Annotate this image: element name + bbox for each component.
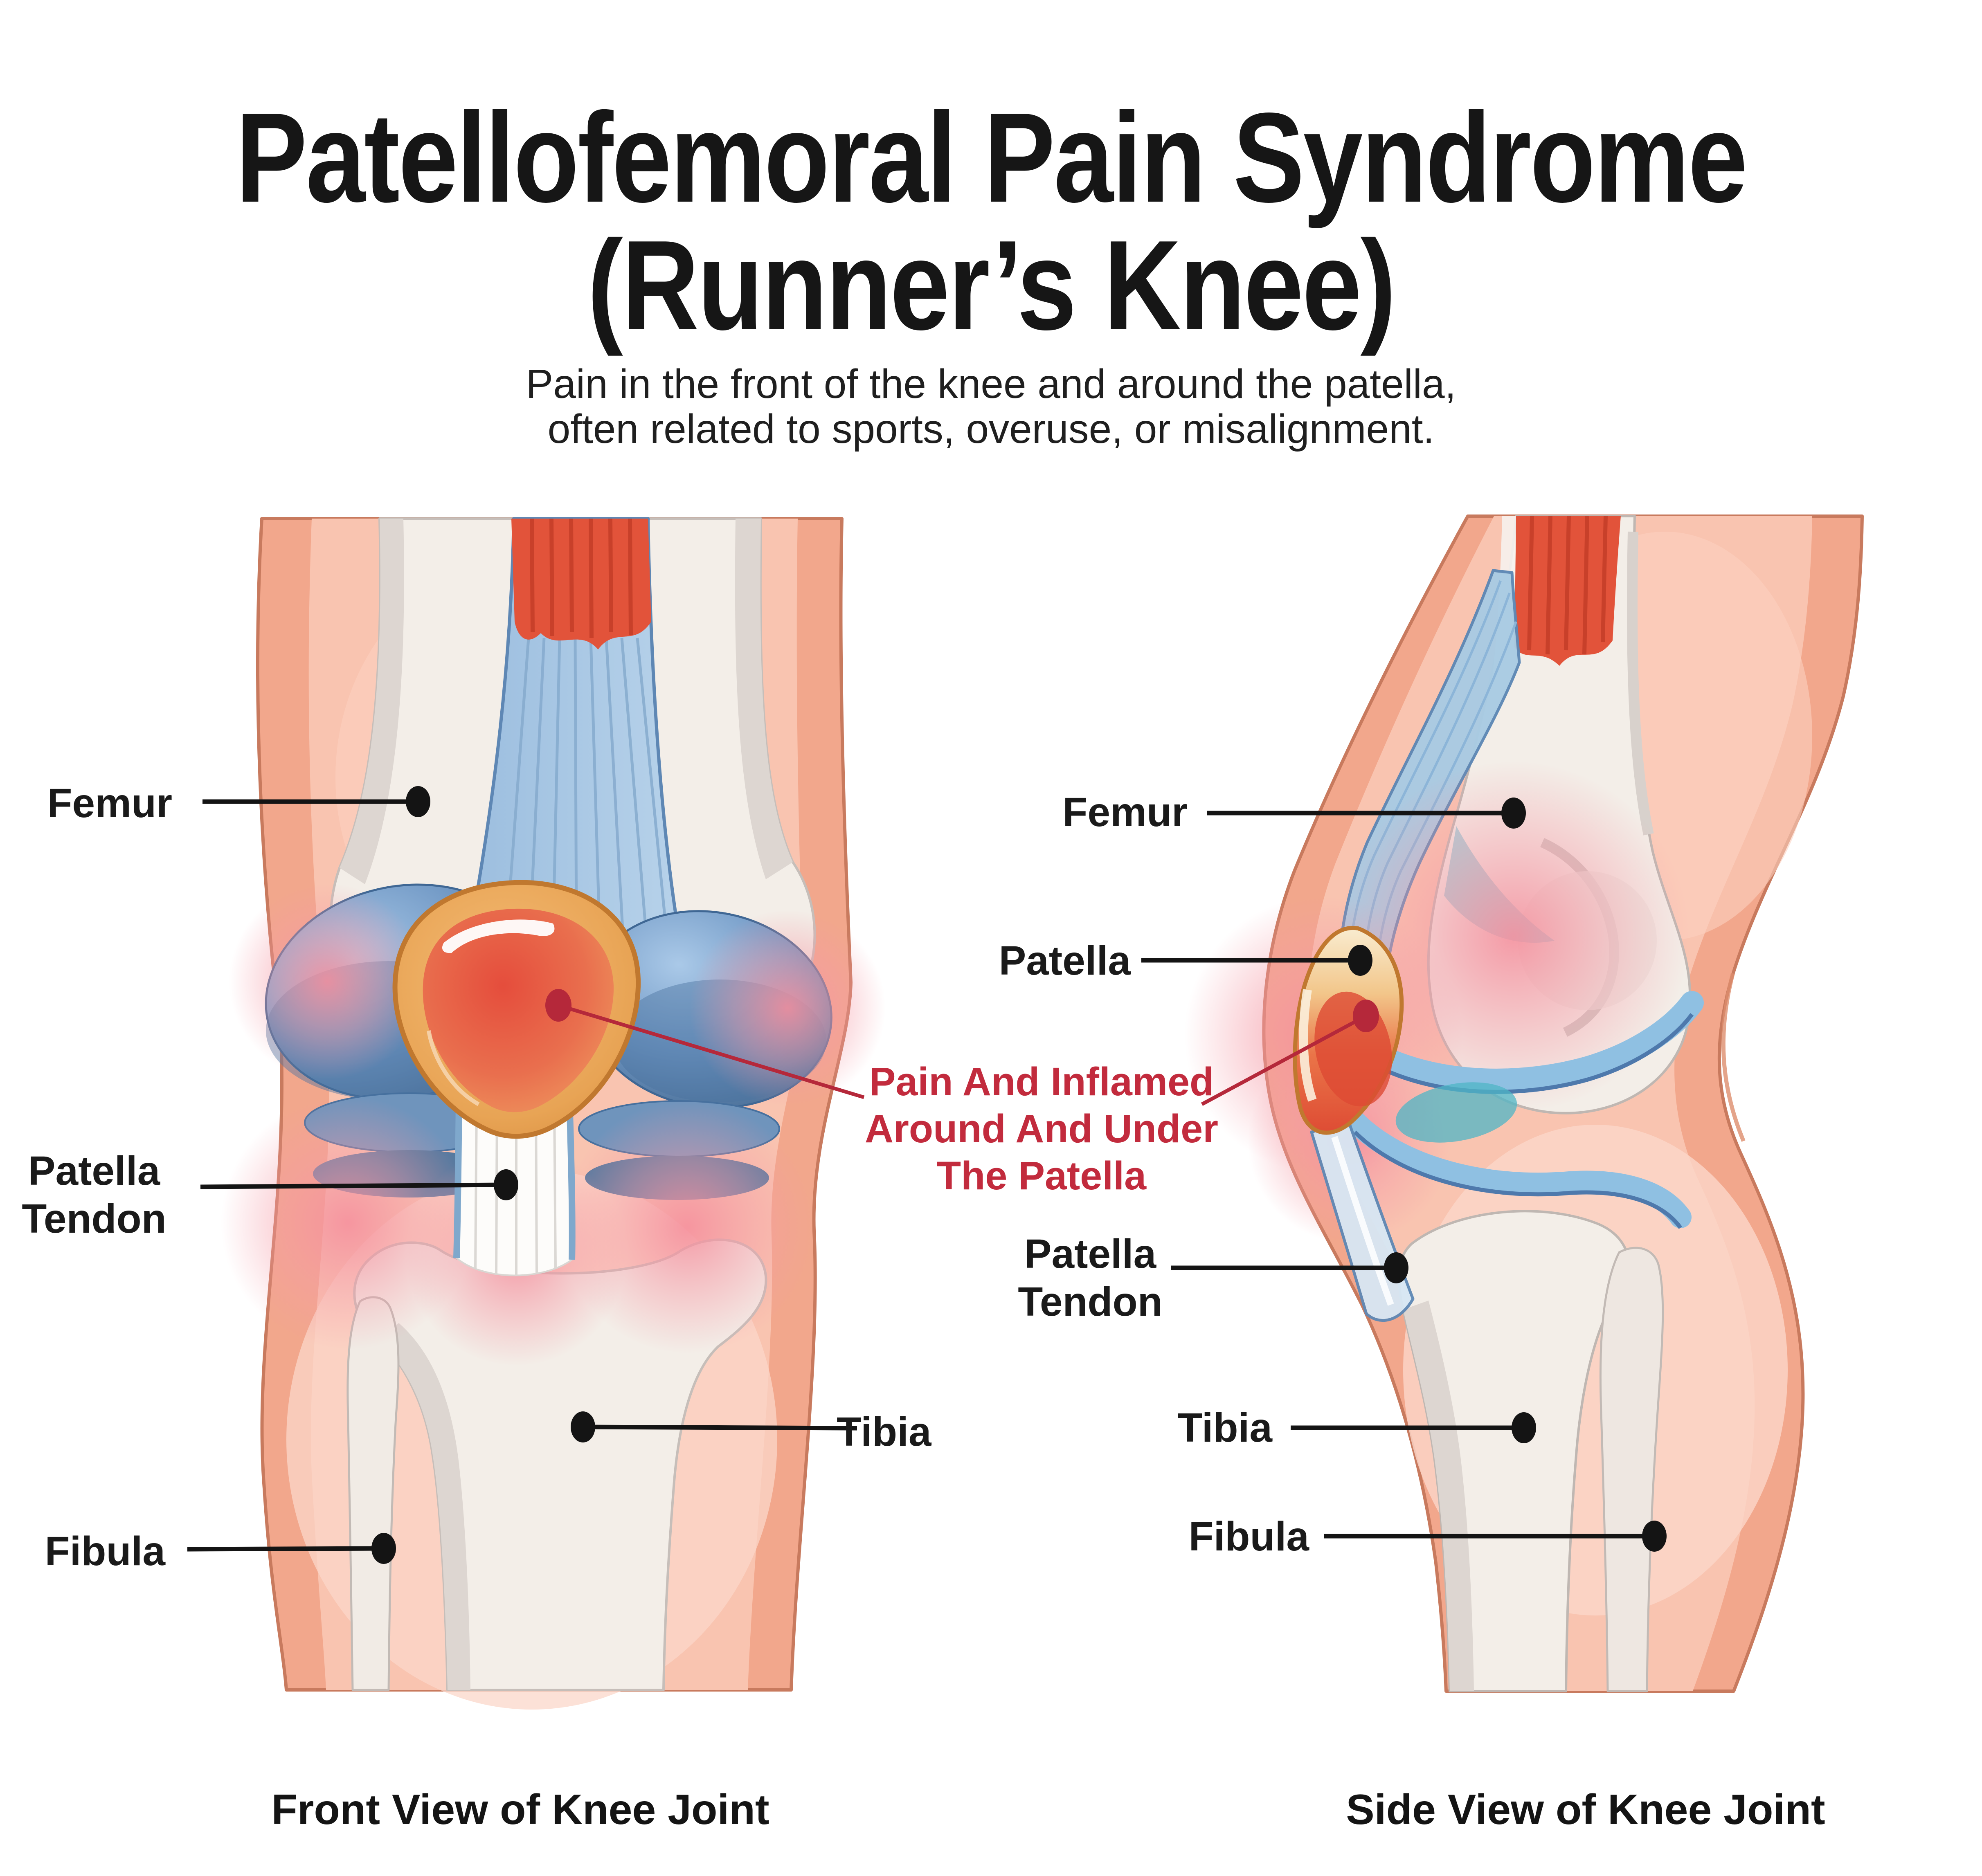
front-patella-tendon-dot	[494, 1169, 518, 1200]
side-patella-tendon-label: Patella Tendon	[967, 1230, 1213, 1326]
patellar-tendon-edge-right	[566, 1099, 576, 1260]
page-title-line2: (Runner’s Knee)	[587, 214, 1396, 357]
pain-annotation-line1: Pain And Inflamed	[869, 1059, 1214, 1104]
side-patella-label: Patella	[999, 938, 1131, 984]
cartilage-band-lower-edge	[1353, 1130, 1683, 1229]
front-view-illustration	[221, 517, 886, 1710]
inflamed-glow	[689, 910, 886, 1106]
inflamed-glow	[229, 883, 425, 1080]
patella-front-rim-light	[427, 1030, 480, 1106]
front-fibula-label: Fibula	[45, 1528, 165, 1574]
front-fibula-dot	[371, 1533, 396, 1564]
muscle-stripes-side	[1527, 516, 1608, 655]
annotation-leader-right	[1201, 1014, 1367, 1106]
page-subtitle-line2: often related to sports, overuse, or mis…	[547, 406, 1435, 452]
front-tibia-leader-line	[583, 1424, 857, 1431]
page-subtitle-line1: Pain in the front of the knee and around…	[526, 361, 1456, 407]
front-patella-tendon-label-line1: Patella	[28, 1148, 160, 1194]
side-patella-tendon-label-line2: Tendon	[1018, 1279, 1163, 1325]
pain-annotation-line2: Around And Under	[865, 1106, 1218, 1151]
inflamed-glow	[560, 1100, 814, 1354]
cartilage-band-upper-edge	[1362, 1013, 1694, 1094]
leader-dots-black	[371, 786, 1667, 1564]
cartilage-teal-pocket	[1395, 1082, 1517, 1143]
front-view-caption: Front View of Knee Joint	[271, 1786, 769, 1833]
front-tibia-dot	[571, 1411, 595, 1442]
knee-back-crease	[1721, 973, 1746, 1142]
front-fibula-leader-line	[187, 1546, 384, 1552]
side-patella-tendon-dot	[1384, 1252, 1408, 1283]
side-view-caption: Side View of Knee Joint	[1346, 1786, 1825, 1833]
front-patella-tendon-label: Patella Tendon	[8, 1147, 180, 1243]
front-patella-tendon-leader-line	[200, 1182, 506, 1189]
side-fibula-dot	[1642, 1521, 1667, 1552]
patellar-tendon-edge-left	[453, 1099, 462, 1258]
side-tibia-label: Tibia	[1177, 1405, 1272, 1451]
page-subtitle: Pain in the front of the knee and around…	[0, 362, 1982, 452]
pain-annotation-line3: The Patella	[936, 1153, 1147, 1198]
cartilage-band-upper	[1351, 991, 1704, 1092]
side-tibia-dot	[1512, 1412, 1536, 1443]
quadriceps-muscle-front	[511, 519, 651, 649]
pain-annotation: Pain And Inflamed Around And Under The P…	[837, 1058, 1246, 1199]
front-patella-tendon-label-line2: Tendon	[22, 1196, 166, 1242]
femur-shadow-left	[340, 519, 404, 884]
cartilage-band-lower	[1344, 1110, 1692, 1228]
annotation-leader-left	[558, 1003, 865, 1099]
tibia-shadow-side	[1403, 1301, 1474, 1691]
page-title-line1: Patellofemoral Pain Syndrome	[236, 87, 1748, 229]
side-view-illustration	[1184, 514, 1864, 1693]
side-femur-label: Femur	[1062, 789, 1188, 835]
front-femur-dot	[406, 786, 430, 817]
side-fibula-label: Fibula	[1188, 1514, 1309, 1559]
tibia-shadow-front	[376, 1323, 470, 1690]
annotation-dot-right	[1353, 1000, 1379, 1032]
patellar-tendon-side-streak	[1331, 1136, 1394, 1306]
side-femur-dot	[1501, 798, 1526, 829]
femur-shadow-right	[735, 519, 793, 879]
patella-front-highlight	[442, 919, 555, 953]
annotation-dot-left	[545, 989, 571, 1022]
muscle-stripes-front	[530, 518, 633, 638]
front-femur-label: Femur	[47, 780, 172, 826]
patella-front-core	[423, 908, 614, 1112]
leader-lines-black	[187, 799, 1654, 1552]
front-tibia-label: Tibia	[837, 1409, 931, 1455]
side-patella-dot	[1348, 945, 1372, 976]
annotation-leaders-red	[545, 989, 1379, 1106]
fibula-bone-side	[1599, 1247, 1664, 1692]
femur-shaft-shading-side	[1627, 531, 1654, 836]
page-title: Patellofemoral Pain Syndrome (Runner’s K…	[159, 94, 1824, 349]
side-patella-tendon-label-line1: Patella	[1024, 1231, 1156, 1277]
